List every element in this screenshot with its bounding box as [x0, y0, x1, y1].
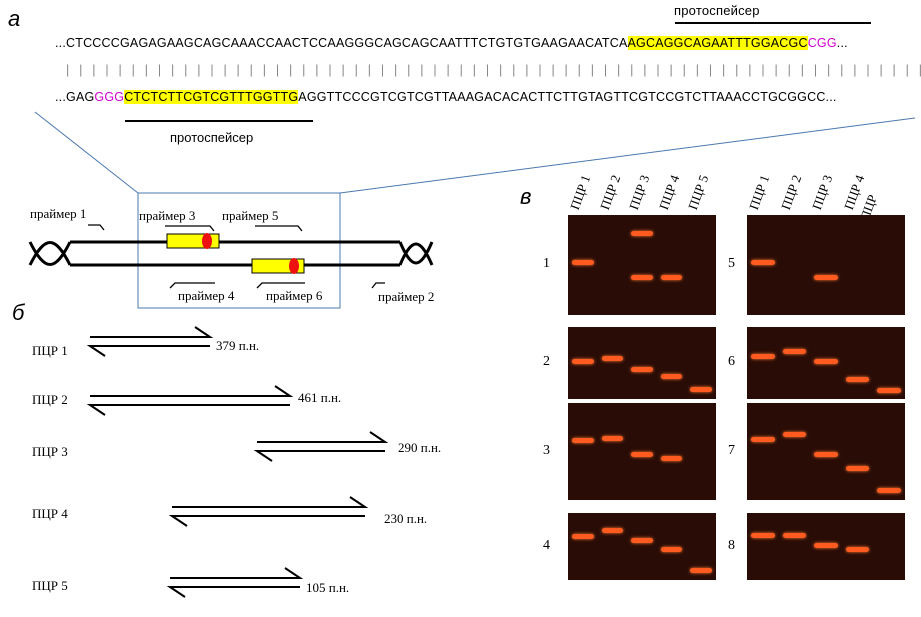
gel-band	[845, 466, 870, 472]
gel-2	[568, 327, 716, 399]
bottom-protospacer: CTCTCTTCGTCGTTTGGTTG	[124, 90, 299, 104]
primer-1-label: праймер 1	[30, 206, 86, 221]
gel-band	[631, 366, 653, 372]
top-pam: CGG	[807, 36, 837, 50]
sample-label: 6	[728, 354, 735, 369]
gel-band	[751, 533, 775, 539]
zoom-box	[137, 192, 341, 309]
pcr3-name: ПЦР 3	[32, 444, 68, 459]
top-prefix: ...CTCCCCGAGAGAAGCAGCAAACCAACTCCAAGGGCAG…	[55, 36, 628, 50]
zoom-line-right	[339, 117, 916, 194]
gel-6	[747, 327, 905, 399]
gel-band	[751, 260, 775, 265]
sample-label: 8	[728, 537, 735, 553]
top-suffix: ...	[836, 36, 848, 50]
panel-label-v: в	[520, 184, 532, 209]
gel-band	[601, 435, 624, 441]
gel-band	[814, 543, 838, 549]
gel-band	[601, 527, 624, 533]
primer-5-label: праймер 5	[222, 208, 278, 223]
gel-7	[747, 403, 905, 500]
protospacer-label-bottom: протоспейсер	[170, 130, 254, 145]
gel-band	[845, 377, 870, 383]
protospacer-line-bottom	[125, 120, 313, 122]
pcr4-name: ПЦР 4	[32, 506, 68, 521]
primer-4-label: праймер 4	[178, 288, 235, 303]
bottom-suffix: AGGTTCCCGTCGTCGTTAAAGACACACTTCTTGTAGTTCG…	[298, 90, 837, 104]
zoom-line-left	[34, 111, 139, 194]
cut-site-icon	[202, 233, 212, 249]
gel-band	[751, 436, 775, 442]
gel-band	[572, 260, 594, 265]
gel-band	[814, 451, 838, 457]
primer-6-label: праймер 6	[266, 288, 323, 303]
panel-label-b: б	[12, 300, 25, 325]
gel-band	[845, 546, 870, 552]
gel-band	[631, 538, 653, 544]
gel-band	[660, 456, 683, 462]
gel-band	[572, 534, 594, 540]
pcr1-name: ПЦР 1	[32, 343, 68, 358]
sample-label: 3	[543, 442, 550, 458]
gel-1	[568, 215, 716, 315]
gel-band	[877, 488, 901, 494]
gel-band	[631, 451, 653, 457]
pcr5-name: ПЦР 5	[32, 578, 68, 593]
bottom-strand: ...GAGGGGCTCTCTTCGTCGTTTGGTTGAGGTTCCCGTC…	[55, 90, 837, 104]
sample-label: 7	[728, 442, 735, 458]
pcr3-size: 290 п.н.	[398, 440, 442, 455]
gel-band	[690, 567, 712, 573]
gel-band	[782, 348, 807, 354]
gel-band	[782, 533, 807, 539]
pcr4-size: 230 п.н.	[384, 511, 428, 526]
gel-3	[568, 403, 716, 500]
pcr2-name: ПЦР 2	[32, 392, 68, 407]
sample-label: 4	[543, 537, 550, 553]
bottom-prefix: ...GAG	[55, 90, 95, 104]
sample-label: 5	[728, 256, 735, 271]
cut-site-icon	[289, 258, 299, 274]
gel-band	[601, 355, 624, 361]
panel-label-a: а	[8, 6, 21, 31]
gel-band	[660, 546, 683, 552]
gel-band	[814, 359, 838, 365]
gel-band	[877, 388, 901, 394]
protospacer-line-top	[675, 22, 871, 24]
pcr5-size: 105 п.н.	[306, 580, 350, 595]
gel-5	[747, 215, 905, 315]
gel-band	[660, 275, 683, 280]
pcr1-size: 379 п.н.	[216, 338, 260, 353]
sample-label: 1	[543, 256, 550, 271]
primer-arrows	[88, 224, 385, 289]
gel-band	[814, 275, 838, 280]
gel-8	[747, 513, 905, 580]
bottom-pam: GGG	[94, 90, 125, 104]
gel-band	[751, 354, 775, 360]
pcr-product-arrows	[86, 326, 389, 598]
pcr2-size: 461 п.н.	[298, 390, 342, 405]
primer-2-label: праймер 2	[378, 289, 434, 304]
gel-band	[690, 387, 712, 393]
top-protospacer: AGCAGGCAGAATTTGGACGC	[627, 36, 808, 50]
gel-band	[631, 275, 653, 280]
gel-band	[572, 437, 594, 443]
top-strand: ...CTCCCCGAGAGAAGCAGCAAACCAACTCCAAGGGCAG…	[55, 36, 848, 50]
gel-band	[782, 432, 807, 438]
gel-band	[660, 373, 683, 379]
base-pairing: | | | | | | | | | | | | | | | | | | | | …	[66, 63, 921, 77]
gel-band	[631, 231, 653, 236]
gel-4	[568, 513, 716, 580]
gel-band	[572, 359, 594, 365]
protospacer-label-top: протоспейсер	[674, 3, 760, 18]
dna-duplex	[28, 240, 434, 267]
primer-3-label: праймер 3	[139, 208, 195, 223]
sample-label: 2	[543, 354, 550, 369]
